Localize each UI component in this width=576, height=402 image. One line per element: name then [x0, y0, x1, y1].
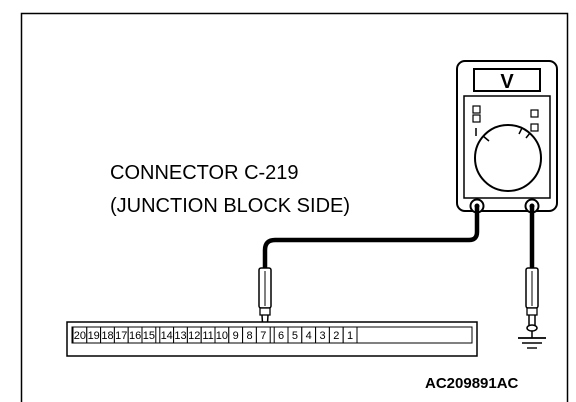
meter-display-glyph: V — [500, 71, 514, 93]
connector-pin-number: 10 — [216, 330, 228, 342]
connector-pin-number: 18 — [101, 330, 113, 342]
test-lead-positive — [262, 206, 480, 270]
connector-pin-number: 17 — [115, 330, 127, 342]
connector-pin-number: 14 — [161, 330, 173, 342]
connector-pin-cell — [141, 326, 157, 344]
connector-pin-number: 19 — [88, 330, 100, 342]
connector-pin-number: 20 — [74, 330, 86, 342]
connector-pin-number: 13 — [174, 330, 186, 342]
connector-title: CONNECTOR C-219 — [110, 162, 299, 184]
connector-pin-number: 3 — [319, 330, 325, 342]
connector-pin-number: 15 — [143, 330, 155, 342]
ground-icon — [518, 331, 546, 349]
connector-pin-cell — [342, 326, 358, 344]
connector-pin-number: 4 — [306, 330, 312, 342]
connector-pin-number: 16 — [129, 330, 141, 342]
connector-pin-number: 1 — [347, 330, 353, 342]
connector-pin-number: 9 — [233, 330, 239, 342]
connector-pin-number: 2 — [333, 330, 339, 342]
range-indicator-icon — [530, 123, 539, 132]
connector-pin-number: 12 — [188, 330, 200, 342]
voltmeter: V — [456, 60, 558, 214]
connector-pin-number: 5 — [292, 330, 298, 342]
connector-pin-number: 7 — [260, 330, 266, 342]
range-indicator-icon — [472, 105, 481, 114]
connector-pin-cell — [255, 326, 271, 344]
range-indicator-icon — [472, 114, 481, 123]
figure-code: AC209891AC — [425, 375, 519, 392]
function-dial — [474, 124, 542, 192]
connector-pin-probed: 11 — [202, 330, 213, 342]
connector-pin-number: 6 — [278, 330, 284, 342]
meter-display — [473, 68, 541, 92]
connector-side-label: (JUNCTION BLOCK SIDE) — [110, 195, 351, 217]
figure-frame — [20, 12, 569, 402]
connector-pin-number: 8 — [246, 330, 252, 342]
range-indicator-icon — [530, 109, 539, 118]
